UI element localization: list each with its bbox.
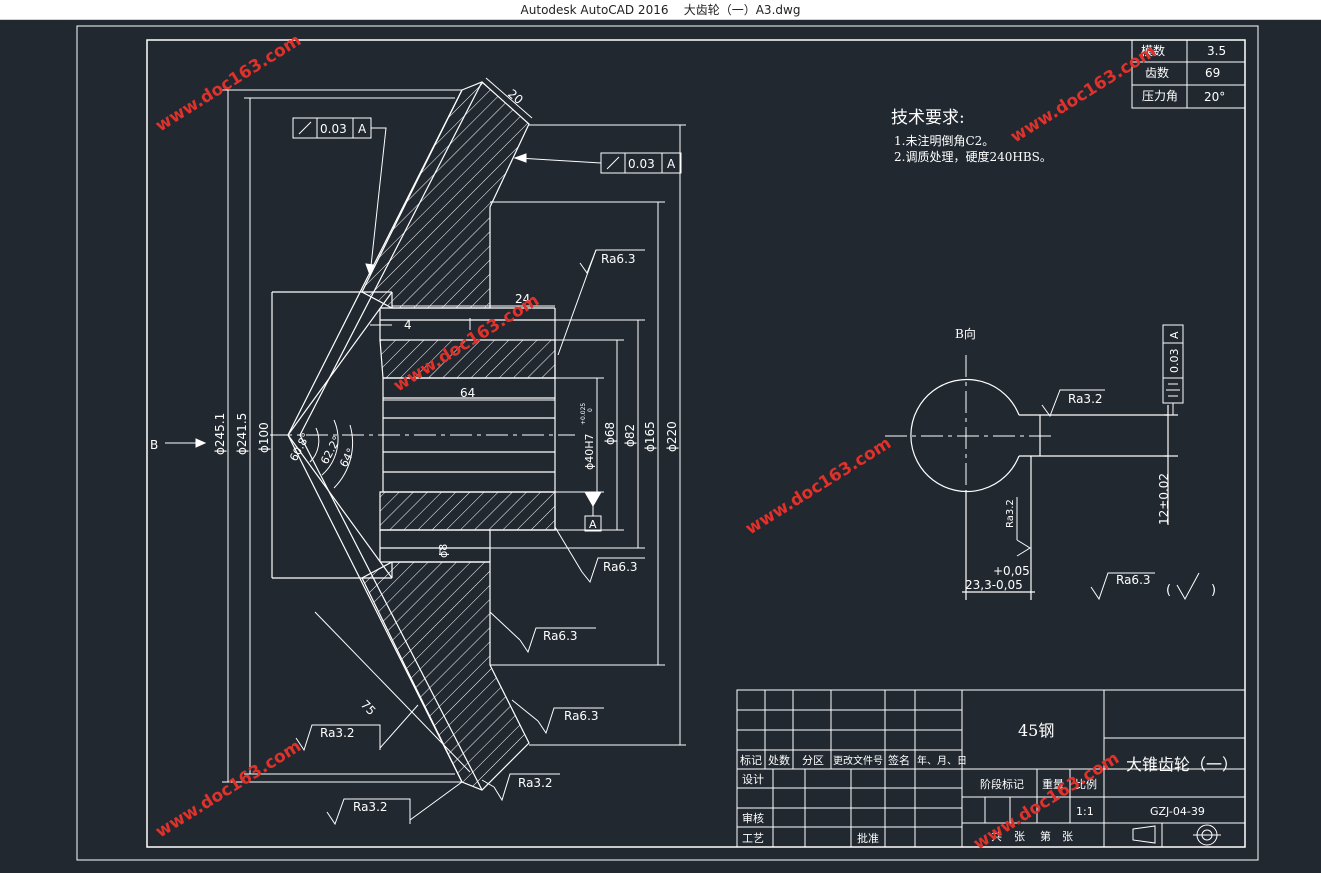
tolerance-frame-right	[513, 152, 682, 174]
tb-process: 工艺	[742, 832, 764, 845]
dim-d82: ϕ82	[623, 424, 637, 447]
tol-right-value: 0.03	[628, 157, 655, 171]
tech-req-item-2: 2.调质处理，硬度240HBS。	[894, 149, 1052, 164]
window-title: Autodesk AutoCAD 2016 大齿轮（一）A3.dwg	[520, 3, 801, 17]
tb-h-count: 处数	[768, 754, 790, 767]
key-height-tol: +0,05	[993, 564, 1030, 578]
dim-d40-tol-bot: 0	[587, 408, 594, 412]
dim-d245: ϕ245.1	[213, 413, 227, 455]
dim-ang64: 64°	[337, 446, 358, 469]
inner-frame	[146, 39, 1246, 848]
tol-left-datum: A	[358, 122, 367, 136]
ra32-bottom-left: Ra3.2	[353, 800, 388, 814]
datum-a-label: A	[589, 518, 597, 531]
tb-sheet2: 张	[1062, 830, 1073, 843]
symmetry-tolerance	[1162, 324, 1184, 415]
b-view-roughness	[1016, 389, 1105, 557]
param-label-2: 齿数	[1145, 65, 1169, 80]
tol-right-datum: A	[667, 157, 676, 171]
paren-close: )	[1211, 583, 1216, 598]
sym-tol-datum: A	[1168, 331, 1181, 339]
dim-d220: ϕ220	[665, 421, 679, 452]
tb-h-date: 年、月、日	[917, 754, 967, 767]
tb-h-change: 更改文件号	[833, 754, 883, 767]
tb-sheet-no: 第	[1040, 829, 1051, 843]
ra63-top: Ra6.3	[601, 252, 636, 266]
lower-tooth-section	[361, 561, 530, 791]
b-view-label: B向	[955, 326, 976, 341]
ra63-bottom: Ra6.3	[564, 709, 599, 723]
key-height-dim: 23,3-0,05	[965, 578, 1023, 592]
outer-frame	[76, 25, 1259, 861]
dim-d165: ϕ165	[643, 421, 657, 452]
tb-part-name: 大锥齿轮（一）	[1126, 755, 1238, 774]
tech-req-heading: 技术要求:	[891, 108, 965, 128]
tb-weight: 重量	[1042, 777, 1064, 791]
drawing-canvas[interactable]: 模数 3.5 齿数 69 压力角 20° 技术要求: 1.未注明倒角C2。 2.…	[0, 20, 1321, 873]
hub-lower-section	[379, 491, 556, 531]
dim-d241: ϕ241.5	[235, 413, 249, 455]
title-block	[736, 689, 1246, 848]
tolerance-frame-left	[292, 117, 387, 277]
tb-h-zone: 分区	[802, 754, 824, 767]
svg-text:www.doc163.com: www.doc163.com	[742, 433, 895, 539]
datum-a	[584, 491, 602, 532]
dim-75: 75	[358, 697, 379, 718]
param-label-1: 模数	[1141, 43, 1165, 58]
tb-scale-label: 比例	[1075, 777, 1097, 791]
key-width-dim: 12±0.02	[1157, 473, 1171, 525]
tb-material: 45钢	[1018, 721, 1054, 740]
general-roughness	[1090, 572, 1200, 601]
tb-h-mark: 标记	[740, 753, 762, 767]
tb-sheets-total: 共	[991, 830, 1002, 843]
dim-64: 64	[460, 386, 475, 400]
paren-open: (	[1166, 583, 1171, 598]
dim-ang60: 60.8°	[287, 431, 313, 464]
ra32-left: Ra3.2	[320, 726, 355, 740]
svg-text:www.doc163.com: www.doc163.com	[152, 30, 305, 136]
tb-h-sign: 签名	[888, 753, 910, 767]
center-lines	[270, 318, 575, 555]
tb-sheet: 张	[1014, 830, 1025, 843]
dim-d100: ϕ100	[257, 422, 271, 453]
ra63-mid: Ra6.3	[603, 560, 638, 574]
tech-req-item-1: 1.未注明倒角C2。	[894, 133, 994, 148]
tb-scale: 1:1	[1076, 805, 1094, 818]
cad-drawing: 模数 3.5 齿数 69 压力角 20° 技术要求: 1.未注明倒角C2。 2.…	[76, 25, 1259, 861]
tb-stage-mark: 阶段标记	[980, 777, 1024, 791]
b-arrow-label: B	[150, 438, 158, 452]
param-value-3: 20°	[1204, 90, 1225, 104]
dim-d68: ϕ68	[603, 422, 617, 445]
ra32-key: Ra3.2	[1068, 392, 1103, 406]
param-value-1: 3.5	[1207, 44, 1226, 58]
dim-4: 4	[404, 318, 412, 332]
b-view-centerlines	[885, 355, 1055, 505]
b-view	[910, 378, 1178, 600]
roughness-symbols	[295, 249, 645, 826]
ra32-vertical: Ra3.2	[1005, 499, 1016, 528]
param-label-3: 压力角	[1142, 89, 1178, 103]
dim-d40: ϕ40H7	[583, 433, 596, 470]
ra32-bottom-right: Ra3.2	[518, 776, 553, 790]
tb-design: 设计	[742, 773, 764, 786]
upper-tooth-section	[361, 81, 530, 309]
svg-text:www.doc163.com: www.doc163.com	[152, 736, 305, 842]
ra63-lower: Ra6.3	[543, 629, 578, 643]
dim-lines	[165, 77, 686, 783]
gear-param-table	[1131, 39, 1246, 109]
tol-left-value: 0.03	[320, 122, 347, 136]
dim-24: 24	[515, 292, 530, 306]
title-bar: Autodesk AutoCAD 2016 大齿轮（一）A3.dwg	[0, 0, 1321, 20]
dim-d40-tol-top: +0.025	[580, 403, 587, 425]
param-value-2: 69	[1205, 66, 1220, 80]
svg-text:www.doc163.com: www.doc163.com	[1007, 41, 1160, 147]
tb-review: 审核	[742, 811, 764, 825]
tb-drawing-no: GZJ-04-39	[1150, 805, 1205, 818]
tb-approve: 批准	[857, 831, 879, 845]
dim-d8: ϕ8	[437, 544, 450, 558]
dim-20: 20	[505, 87, 526, 108]
sym-tol-value: 0.03	[1168, 349, 1181, 374]
ra63-general: Ra6.3	[1116, 573, 1151, 587]
